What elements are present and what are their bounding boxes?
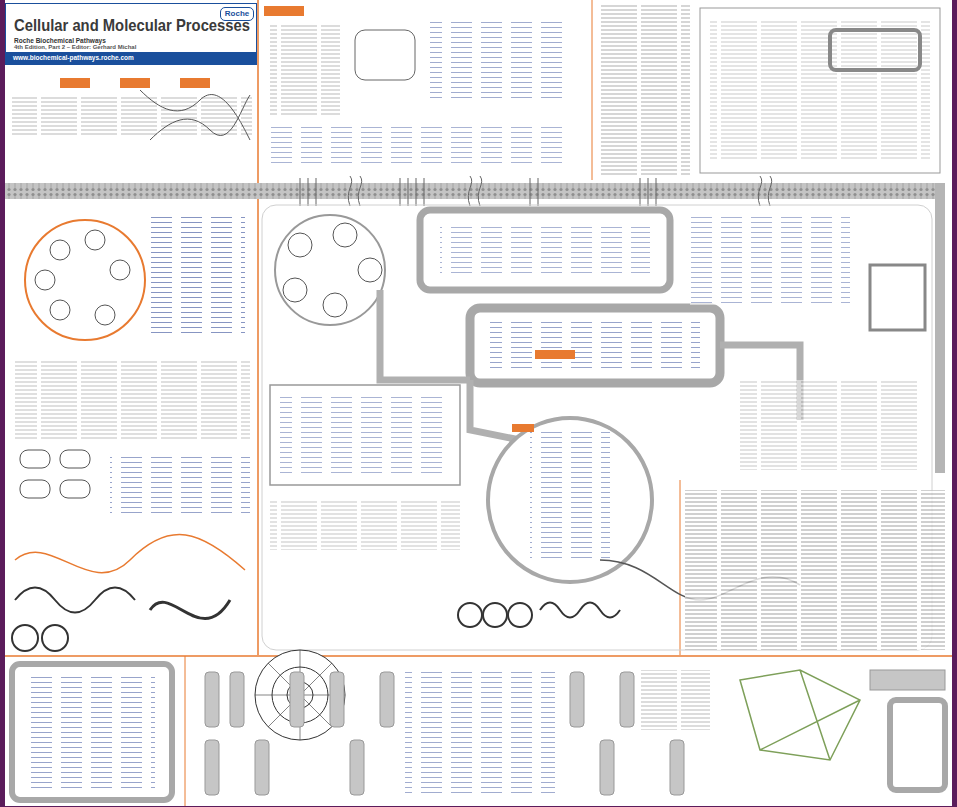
subtitle-text: Roche Biochemical Pathways	[14, 37, 106, 44]
header-panel: Roche Biochemical Pathways4th Edition, P…	[5, 3, 257, 65]
roche-logo: Roche	[220, 7, 254, 21]
url-text: www.biochemical-pathways.roche.com	[13, 52, 256, 64]
poster-title: Cellular and Molecular Processes	[14, 16, 250, 36]
logo-text: Roche	[221, 8, 253, 19]
url-bar: www.biochemical-pathways.roche.com	[6, 52, 256, 64]
subtitle-text: 4th Edition, Part 2 – Editor: Gerhard Mi…	[14, 44, 136, 50]
